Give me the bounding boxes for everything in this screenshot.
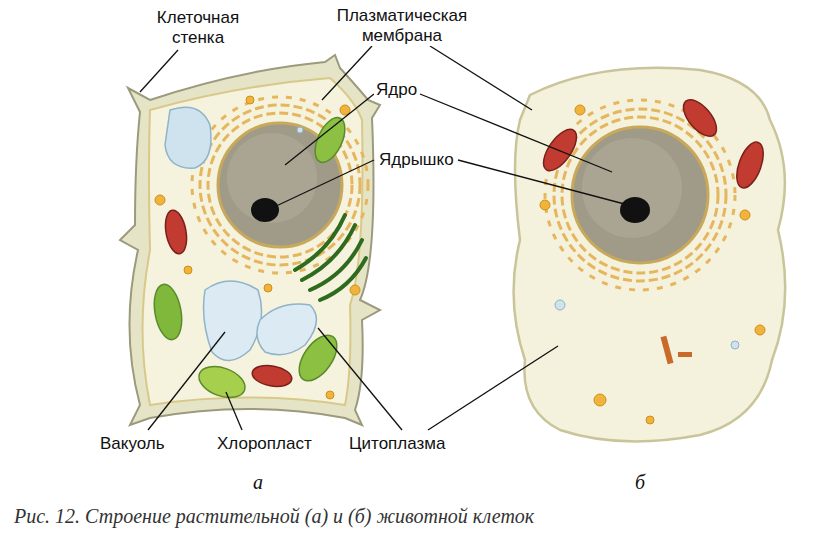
vesicles (297, 127, 739, 349)
part-label: Плазматическая мембрана (325, 6, 479, 46)
part-label: Клеточная стенка (146, 8, 250, 48)
part-label: Хлоропласт (215, 434, 314, 454)
figure-caption: Рис. 12. Строение растительной (а) и (б)… (14, 505, 534, 528)
chloroplasts (150, 113, 351, 403)
leader-lines (140, 46, 632, 430)
figure-letter: а (251, 472, 265, 492)
centrioles (660, 336, 692, 365)
animal-nucleolus (620, 197, 650, 223)
nucleus-shade (227, 133, 317, 223)
nucleus-shade (582, 138, 682, 238)
vacuoles (165, 107, 316, 360)
granules (155, 96, 765, 424)
cell-wall (120, 55, 380, 425)
part-label: Ядрышко (377, 150, 456, 170)
part-label: Ядро (374, 80, 419, 100)
part-label: Вакуоль (98, 434, 167, 454)
mitochondria-rerender (537, 94, 768, 191)
figure-letter: б (633, 472, 647, 492)
plant-nucleolus (251, 198, 279, 222)
plant-cytoplasm (143, 78, 363, 405)
animal-membrane (514, 68, 786, 442)
part-label: Цитоплазма (347, 434, 447, 454)
